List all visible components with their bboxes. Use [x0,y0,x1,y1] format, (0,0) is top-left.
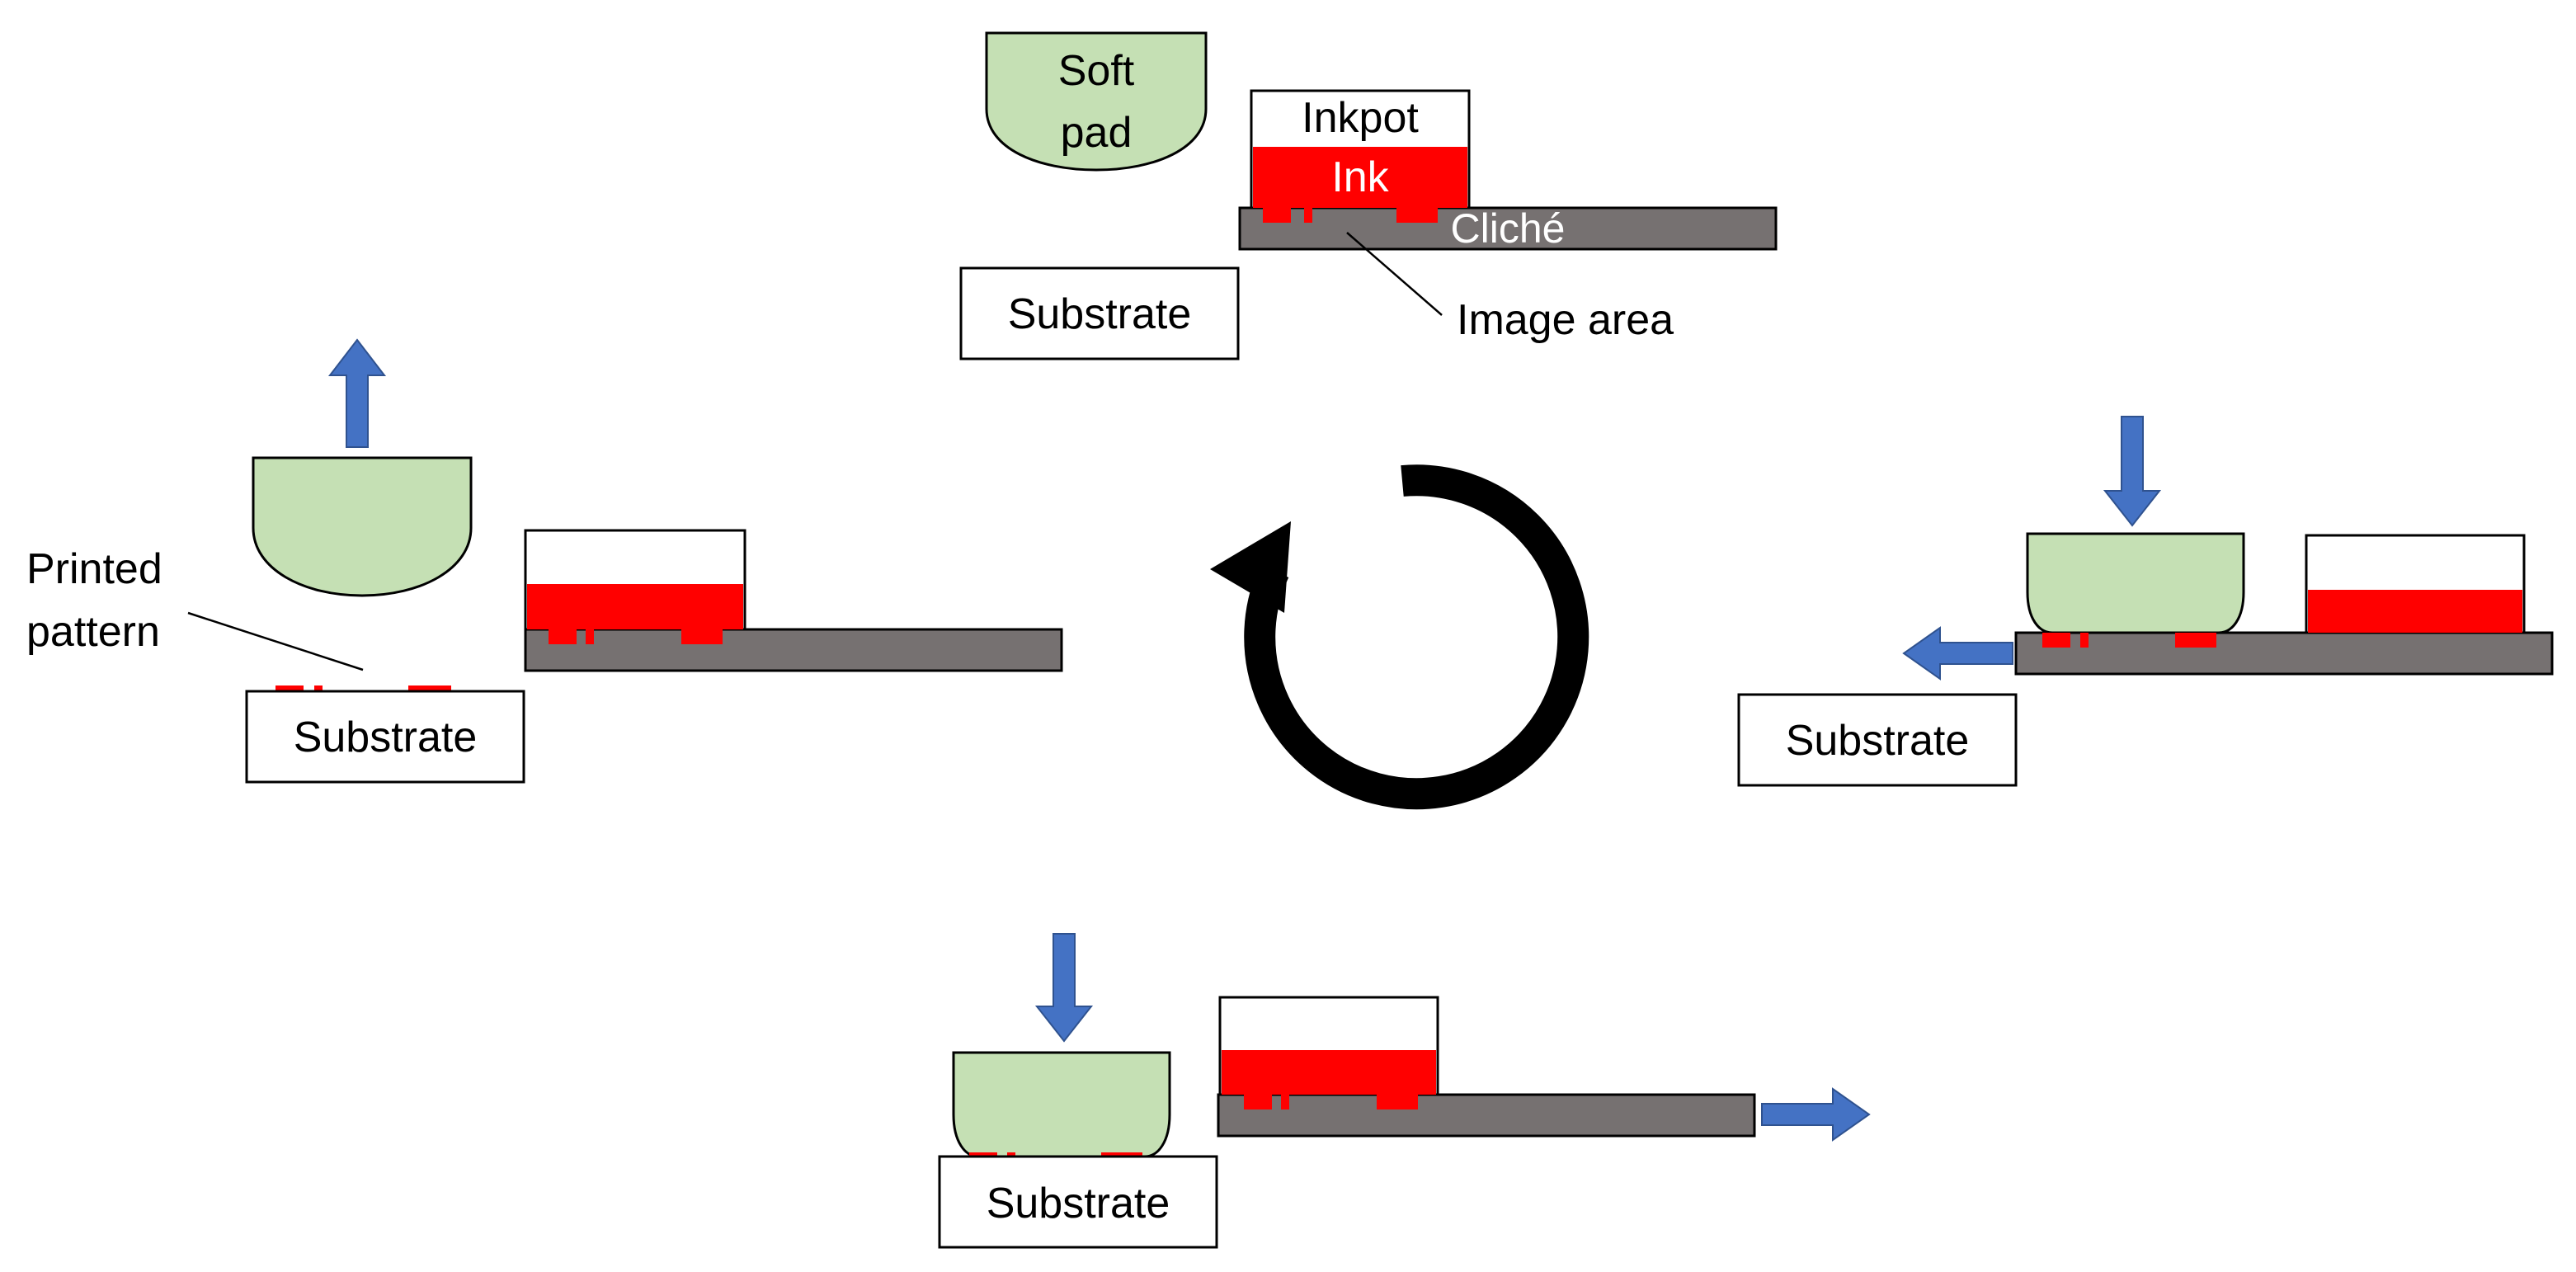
image-area-label: Image area [1457,296,1674,344]
image-area-cell [1304,208,1312,223]
image-area-cell [2042,633,2070,648]
printed-pattern-label-line1: Printed [26,545,162,593]
soft-pad [952,1051,1171,1158]
soft-pad [252,456,473,597]
cliche-plate [1238,206,1778,251]
inkpot-label: Inkpot [1302,94,1419,142]
soft-pad [985,31,1208,172]
left-arrow-icon [1902,626,2013,681]
soft-pad [2026,532,2245,634]
substrate-label: Substrate [294,714,478,761]
cliche-plate [2014,631,2554,676]
down-arrow-icon [2103,416,2162,527]
substrate-box [245,690,525,784]
ink-fill [2308,590,2522,633]
ink-fill [527,584,743,629]
image-area-cell [2175,633,2216,648]
substrate-box [1737,693,2018,787]
up-arrow-icon [327,338,387,448]
image-area-cell [1244,1095,1272,1109]
substrate-box [938,1155,1218,1249]
step-top-initial: Soft pad Inkpot Ink Cliché Image area Su… [959,31,1778,360]
ink-fill [1222,1050,1436,1095]
substrate-label: Substrate [987,1180,1170,1227]
soft-pad-label-line2: pad [1061,109,1133,157]
step-left-printed: Printed pattern Substrate [26,338,1063,784]
image-area-cell [1396,208,1438,223]
printed-pattern-label-line2: pattern [26,608,160,656]
soft-pad-label-line1: Soft [1058,47,1135,95]
ink-label: Ink [1331,153,1389,201]
cliche-label: Cliché [1451,205,1566,252]
down-arrow-icon [1034,933,1094,1043]
substrate-box [959,266,1240,360]
printed-pattern-leader-line [187,611,364,671]
image-area-leader-line [1346,232,1443,316]
image-area-cell [681,629,723,644]
image-area-cell [2080,633,2089,648]
image-area-cell [1377,1095,1418,1109]
right-arrow-icon [1761,1087,1871,1142]
image-area-cell [1263,208,1291,223]
substrate-label: Substrate [1786,717,1970,765]
cliche-plate [524,628,1063,672]
ink-fill [1253,147,1467,208]
image-area-cell [586,629,594,644]
cliche-plate [1217,1093,1756,1138]
image-area-cell [549,629,577,644]
cycle-arrow-icon [1210,464,1589,810]
image-area-cell [1281,1095,1289,1109]
step-bottom-transfer: Substrate [938,933,1871,1249]
step-right-pad-inking: Substrate [1737,416,2554,787]
substrate-label: Substrate [1008,290,1192,338]
